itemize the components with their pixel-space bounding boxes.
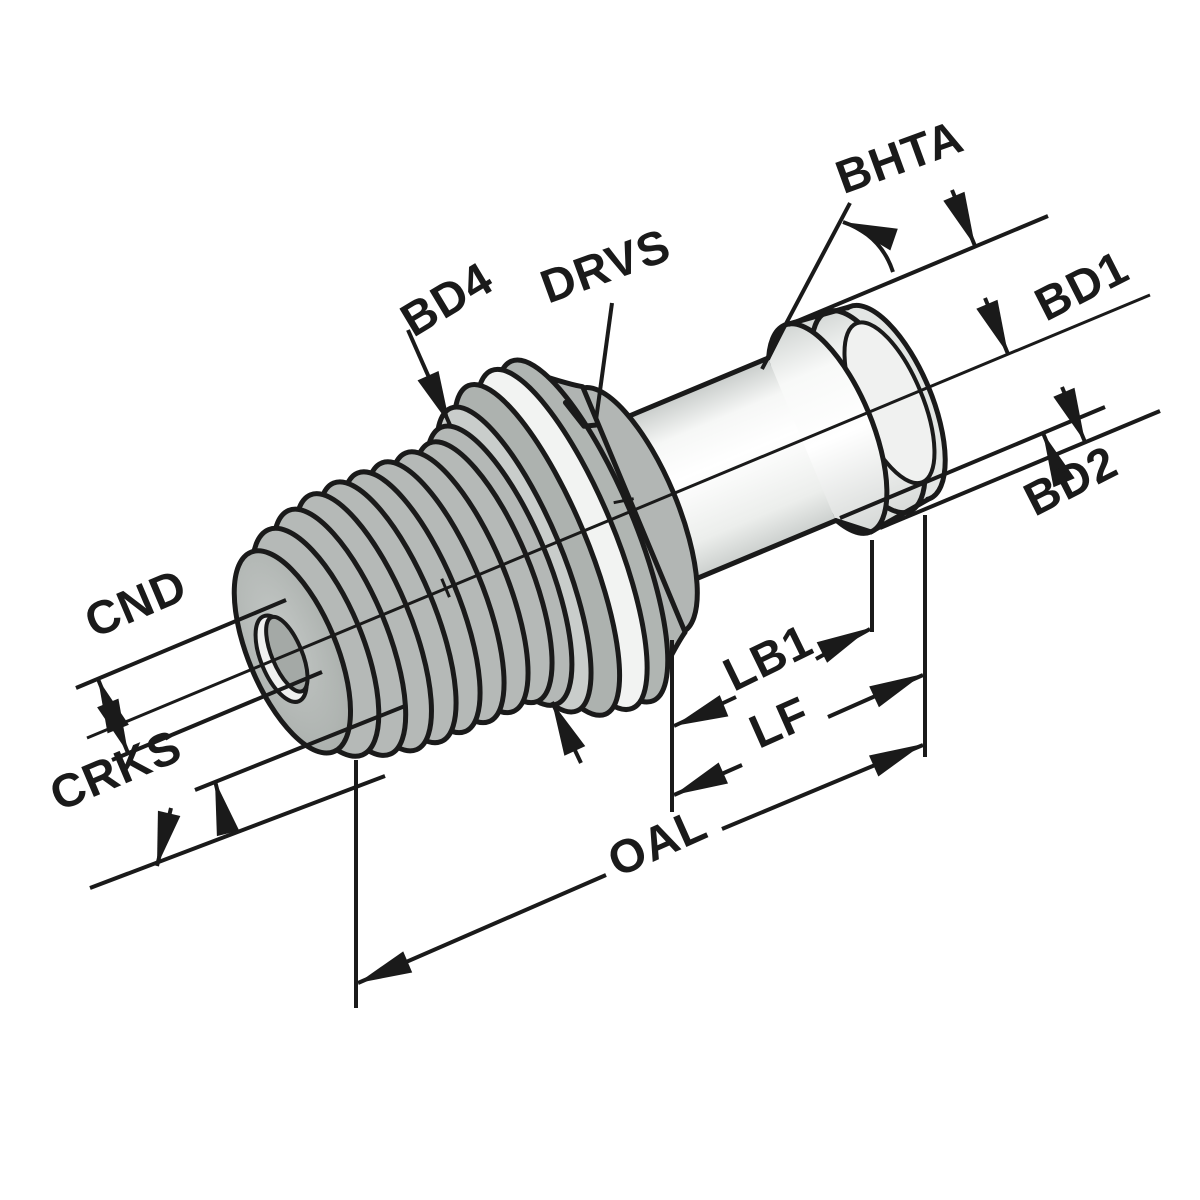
- bd1-extension-top: [787, 214, 1049, 327]
- bd1-arrow-top-icon: [943, 191, 986, 251]
- oal-arrow-right-icon: [868, 733, 928, 777]
- dimension-label-bd1: BD1: [1026, 240, 1137, 331]
- cnd-extension-bottom: [111, 670, 323, 762]
- dimension-lf: LF: [669, 663, 928, 806]
- dimension-label-oal: OAL: [600, 797, 715, 887]
- bd2-arrow-down-icon: [1053, 387, 1096, 447]
- dimension-label-cnd: CND: [77, 558, 194, 648]
- drive-slot-notch: [562, 400, 600, 429]
- dimension-label-bhta: BHTA: [829, 109, 970, 204]
- lf-arrow-left-icon: [669, 762, 729, 806]
- dimension-label-drvs: DRVS: [533, 218, 677, 314]
- cnd-extension-top: [75, 598, 287, 690]
- oal-arrow-left-icon: [353, 951, 413, 994]
- bd2-extension-top: [879, 409, 1161, 530]
- dimension-label-lf: LF: [741, 686, 817, 759]
- lb1-arrow-left-icon: [669, 695, 729, 737]
- lf-arrow-right-icon: [869, 663, 928, 708]
- crks-extension-bottom: [89, 774, 386, 890]
- crks-extension-top: [194, 704, 406, 792]
- drvs-leader: [594, 302, 614, 421]
- lb1-arrow-right-icon: [816, 617, 876, 663]
- dimension-oal: OAL: [353, 733, 928, 994]
- crks-arrow-up-icon: [203, 778, 240, 837]
- dimension-label-lb1: LB1: [715, 613, 821, 701]
- bd1-arrow-bottom-icon: [976, 299, 1019, 359]
- bhta-taper-line: [760, 202, 852, 370]
- bhta-arrow-icon: [839, 211, 898, 251]
- flange-face-dash: [613, 497, 634, 505]
- bd2-extension-bottom: [839, 405, 1106, 520]
- part-centerline: [86, 293, 1151, 740]
